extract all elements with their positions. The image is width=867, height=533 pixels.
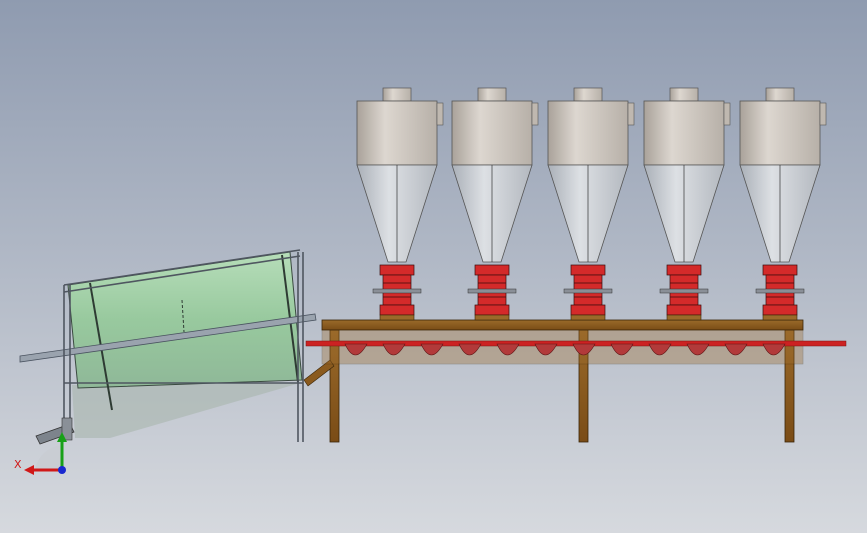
cyclone-body xyxy=(451,100,533,166)
cyclone-body xyxy=(643,100,725,166)
screw-flight xyxy=(724,343,748,356)
cyclone-unit-2[interactable] xyxy=(451,87,539,321)
chute-mount xyxy=(61,417,73,441)
triad-z-axis xyxy=(58,466,66,474)
screw-flight xyxy=(496,343,520,356)
conveyor[interactable] xyxy=(303,319,847,443)
triad-x-label: X xyxy=(14,458,22,471)
cyclone-inlet xyxy=(531,102,539,126)
triad-plane xyxy=(35,445,62,470)
feeder-top-flange xyxy=(474,264,510,276)
feeder-bottom-flange xyxy=(570,304,606,316)
screw-flight xyxy=(382,343,406,356)
cyclone-body xyxy=(739,100,821,166)
orientation-triad: X xyxy=(14,432,67,475)
cyclone-array[interactable] xyxy=(356,87,827,321)
drum-shaft xyxy=(19,313,317,363)
cyclone-outlet-pipe xyxy=(477,87,507,102)
cyclone-inlet xyxy=(723,102,731,126)
feeder-mount xyxy=(762,314,798,321)
feeder-top-flange xyxy=(379,264,415,276)
screw-flight xyxy=(458,343,482,356)
feeder-top-flange xyxy=(666,264,702,276)
screw-flight xyxy=(610,343,634,356)
drum-frame xyxy=(63,249,304,442)
feeder-shaft xyxy=(467,288,517,294)
drum-body xyxy=(67,251,303,389)
cyclone-inlet xyxy=(819,102,827,126)
feeder-mount xyxy=(379,314,415,321)
drum-underside xyxy=(72,383,300,438)
cyclone-unit-1[interactable] xyxy=(356,87,444,321)
cyclone-body xyxy=(547,100,629,166)
feeder-shaft xyxy=(659,288,709,294)
feeder-top-flange xyxy=(762,264,798,276)
cyclone-unit-4[interactable] xyxy=(643,87,731,321)
cyclone-unit-3[interactable] xyxy=(547,87,635,321)
feeder-bottom-flange xyxy=(474,304,510,316)
conveyor-brace xyxy=(303,359,335,387)
triad-y-arrow xyxy=(57,432,67,442)
cyclone-outlet-pipe xyxy=(765,87,795,102)
drum-centerline xyxy=(181,299,185,333)
feeder-top-flange xyxy=(570,264,606,276)
conveyor-top-rail xyxy=(321,319,804,331)
feeder-mount xyxy=(666,314,702,321)
cyclone-inlet xyxy=(436,102,444,126)
cyclone-outlet-pipe xyxy=(669,87,699,102)
cyclone-unit-5[interactable] xyxy=(739,87,827,321)
screw-flight xyxy=(762,343,786,356)
feeder-shaft xyxy=(755,288,805,294)
feeder-shaft xyxy=(372,288,422,294)
screw-flight xyxy=(648,343,672,356)
feeder-bottom-flange xyxy=(762,304,798,316)
cyclone-outlet-pipe xyxy=(573,87,603,102)
screw-flight xyxy=(420,343,444,356)
cyclone-inlet xyxy=(627,102,635,126)
screw-flight xyxy=(344,343,368,356)
rotary-drum[interactable] xyxy=(19,249,317,445)
cyclone-outlet-pipe xyxy=(382,87,412,102)
feeder-mount xyxy=(474,314,510,321)
feeder-mount xyxy=(570,314,606,321)
screw-flight xyxy=(686,343,710,356)
triad-x-arrow xyxy=(24,465,34,475)
screw-flights xyxy=(344,343,786,356)
feeder-bottom-flange xyxy=(666,304,702,316)
screw-flight xyxy=(572,343,596,356)
screw-flight xyxy=(534,343,558,356)
feeder-shaft xyxy=(563,288,613,294)
cyclone-body xyxy=(356,100,438,166)
feeder-bottom-flange xyxy=(379,304,415,316)
